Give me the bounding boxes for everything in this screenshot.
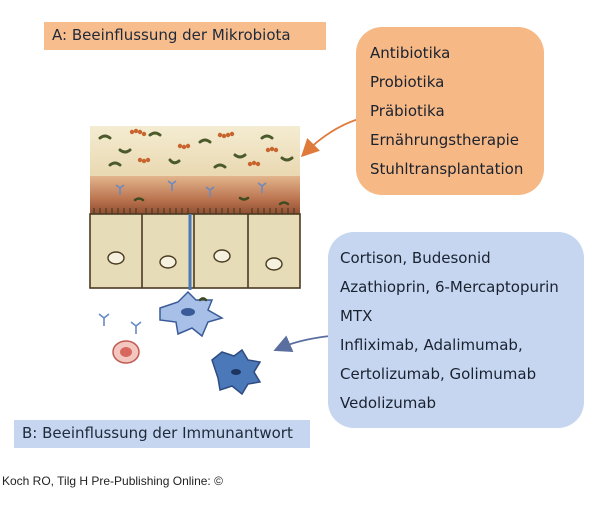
bacteria (98, 131, 294, 169)
immune-therapy-list: Cortison, Budesonid Azathioprin, 6-Merca… (328, 232, 584, 428)
microbiota-layer (90, 126, 300, 178)
citation-text: Koch RO, Tilg H Pre-Publishing Online: © (2, 474, 223, 488)
microbiota-therapy-list: Antibiotika Probiotika Präbiotika Ernähr… (356, 27, 544, 195)
dendritic-cell (159, 290, 224, 338)
drug-item: Certolizumab, Golimumab (340, 365, 537, 383)
therapy-item: Probiotika (370, 73, 445, 91)
mucus-layer (90, 176, 300, 216)
antibodies (115, 180, 267, 197)
drug-item: Vedolizumab (340, 394, 437, 412)
therapy-item: Ernährungstherapie (370, 131, 519, 149)
drug-item: Azathioprin, 6-Mercaptopurin (340, 278, 559, 296)
macrophage (211, 348, 262, 396)
free-antibodies (98, 313, 142, 334)
bacteria-chains (129, 128, 279, 167)
drug-item: Cortison, Budesonid (340, 249, 491, 267)
heading-b-immune-response: B: Beeinflussung der Immunantwort (14, 420, 310, 448)
nuclei (107, 249, 283, 271)
drug-item: Infliximab, Adalimumab, (340, 336, 523, 354)
therapy-item: Stuhltransplantation (370, 160, 524, 178)
red-blood-cell (112, 340, 140, 364)
arrow-to-immune-cells (273, 335, 331, 353)
epithelium (89, 208, 301, 289)
arrow-to-microbiota (300, 117, 363, 158)
heading-a-microbiota: A: Beeinflussung der Mikrobiota (44, 22, 326, 50)
therapy-item: Präbiotika (370, 102, 445, 120)
drug-item: MTX (340, 307, 373, 325)
therapy-item: Antibiotika (370, 44, 451, 62)
